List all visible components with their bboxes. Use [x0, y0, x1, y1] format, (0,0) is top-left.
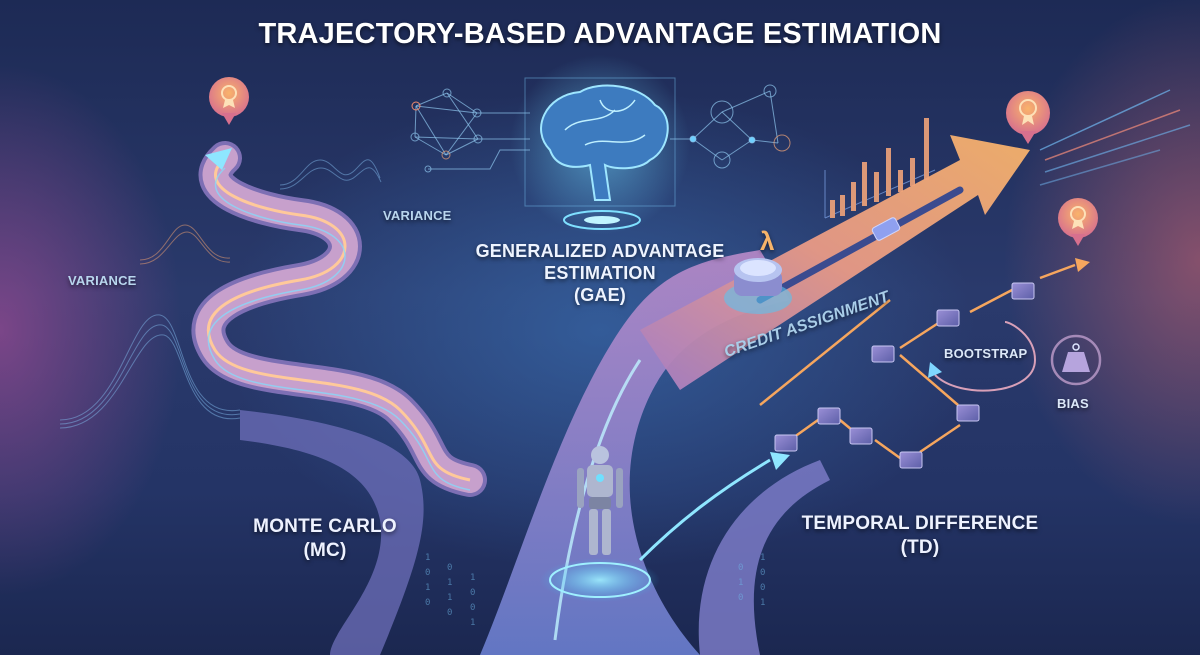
variance-label-right: VARIANCE — [383, 208, 452, 223]
bootstrap-label: BOOTSTRAP — [944, 346, 1028, 361]
td-chain — [759, 258, 1090, 469]
bias-label: BIAS — [1057, 396, 1089, 411]
svg-text:1: 1 — [470, 618, 475, 628]
svg-text:1: 1 — [760, 598, 765, 608]
svg-text:0: 0 — [760, 568, 765, 578]
mc-arrowhead-icon — [205, 148, 232, 170]
svg-text:1: 1 — [447, 578, 452, 588]
gae-label-line3: (GAE) — [574, 285, 626, 305]
gae-label: GENERALIZED ADVANTAGE ESTIMATION (GAE) — [455, 240, 745, 306]
svg-text:0: 0 — [447, 563, 452, 573]
reward-badge-td-icon — [1058, 198, 1098, 246]
td-label-line2: (TD) — [900, 537, 940, 558]
gae-arrow — [640, 135, 1030, 390]
variance-waves-left — [59, 159, 382, 429]
weight-icon — [1050, 334, 1102, 386]
bootstrap-loop-icon — [934, 321, 1037, 392]
mc-label-line2: (MC) — [303, 540, 347, 561]
svg-text:1: 1 — [447, 593, 452, 603]
lambda-label: λ — [760, 226, 775, 256]
svg-text:0: 0 — [738, 563, 743, 573]
page-title: TRAJECTORY-BASED ADVANTAGE ESTIMATION — [258, 18, 942, 50]
lambda-slider-handle — [871, 217, 901, 241]
svg-text:1: 1 — [760, 553, 765, 563]
svg-text:0: 0 — [425, 568, 430, 578]
temporal-difference-label: TEMPORAL DIFFERENCE (TD) — [790, 512, 1050, 560]
svg-text:0: 0 — [760, 583, 765, 593]
svg-text:0: 0 — [425, 598, 430, 608]
neural-network-left-icon — [410, 88, 530, 173]
mc-label-line1: MONTE CARLO — [253, 516, 397, 537]
gae-label-line2: ESTIMATION — [544, 263, 656, 283]
reward-badge-gae-icon — [1006, 91, 1050, 144]
svg-text:0: 0 — [738, 593, 743, 603]
lambda-knob-icon — [724, 258, 792, 314]
bar-chart-icon — [824, 118, 936, 219]
speed-lines — [1039, 89, 1191, 186]
svg-text:1: 1 — [425, 583, 430, 593]
robot-icon — [540, 446, 660, 602]
monte-carlo-road — [191, 141, 487, 497]
svg-text:0: 0 — [447, 608, 452, 618]
svg-text:1: 1 — [470, 573, 475, 583]
td-label-line1: TEMPORAL DIFFERENCE — [801, 513, 1039, 534]
svg-text:1: 1 — [425, 553, 430, 563]
gae-label-line1: GENERALIZED ADVANTAGE — [475, 241, 725, 261]
neural-network-right-icon — [670, 84, 791, 169]
brain-icon — [510, 55, 690, 235]
data-streams: 1 0 1 0 0 1 1 0 1 0 0 1 0 1 0 1 0 0 1 — [425, 553, 765, 628]
monte-carlo-label: MONTE CARLO (MC) — [225, 515, 425, 563]
svg-text:1: 1 — [738, 578, 743, 588]
variance-label-left: VARIANCE — [68, 273, 137, 288]
svg-text:0: 0 — [470, 588, 475, 598]
reward-badge-mc-icon — [209, 77, 249, 125]
svg-text:0: 0 — [470, 603, 475, 613]
